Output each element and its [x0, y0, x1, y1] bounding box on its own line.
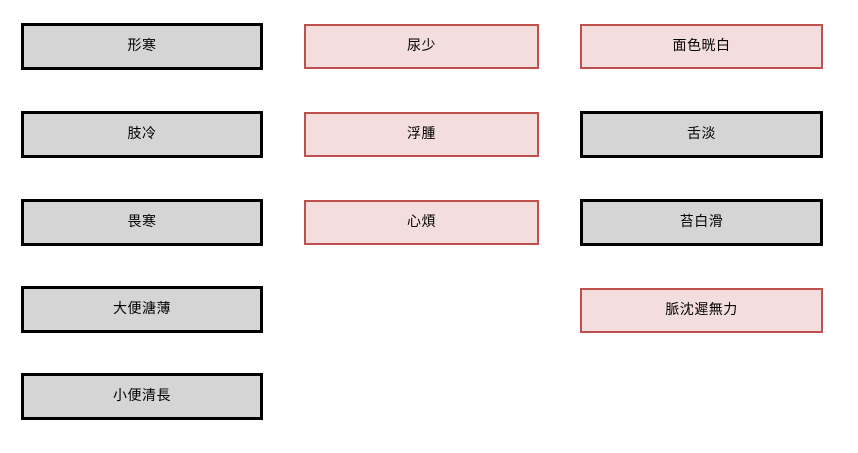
symptom-box-label: 苔白滑 — [679, 214, 724, 231]
symptom-box[interactable]: 心煩 — [304, 200, 539, 245]
symptom-box[interactable]: 尿少 — [304, 24, 539, 69]
symptom-box[interactable]: 肢冷 — [21, 111, 263, 158]
symptom-box[interactable]: 小便清長 — [21, 373, 263, 420]
symptom-box-label: 心煩 — [407, 214, 436, 231]
symptom-box-label: 舌淡 — [687, 126, 716, 143]
symptom-box-label: 面色晄白 — [672, 38, 731, 55]
symptom-box[interactable]: 脈沈遲無力 — [580, 288, 823, 333]
symptom-box-label: 大便溏薄 — [113, 301, 171, 318]
symptom-box[interactable]: 畏寒 — [21, 199, 263, 246]
symptom-box[interactable]: 面色晄白 — [580, 24, 823, 69]
symptom-box-label: 尿少 — [407, 38, 436, 55]
symptom-box[interactable]: 舌淡 — [580, 111, 823, 158]
symptom-box-label: 脈沈遲無力 — [665, 302, 738, 319]
symptom-box[interactable]: 大便溏薄 — [21, 286, 263, 333]
symptom-box-label: 形寒 — [127, 38, 157, 55]
symptom-box[interactable]: 形寒 — [21, 23, 263, 70]
symptom-box[interactable]: 浮腫 — [304, 112, 539, 157]
symptom-box-label: 小便清長 — [113, 388, 171, 405]
symptom-box-label: 肢冷 — [127, 126, 157, 143]
symptom-box-label: 畏寒 — [127, 214, 157, 231]
symptom-box-label: 浮腫 — [407, 126, 436, 143]
symptom-box[interactable]: 苔白滑 — [580, 199, 823, 246]
